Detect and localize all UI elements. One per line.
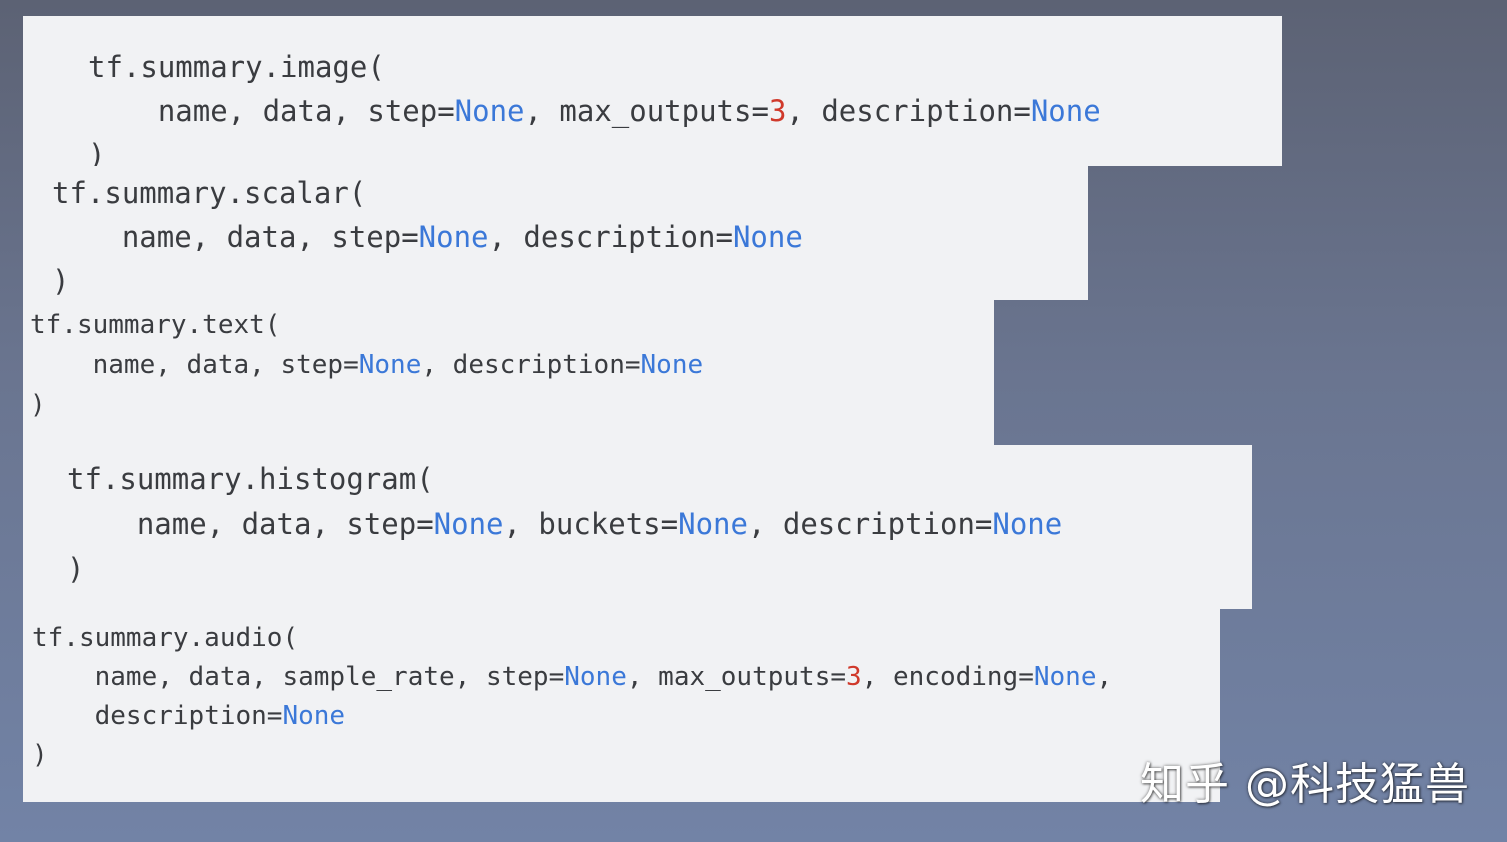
code-line-args: name, data, step=None, max_outputs=3, de… [88,89,1282,133]
keyword-none: None [640,350,704,380]
code-text: name, data, step= [92,350,359,380]
code-text: , description= [488,220,733,254]
zhihu-watermark: 知乎 @科技猛兽 [1140,759,1470,810]
code-text: , max_outputs= [626,662,847,692]
code-text: , buckets= [503,507,679,541]
code-line-open: tf.summary.histogram( [67,462,434,496]
code-line-close: ) [67,552,85,586]
number-literal: 3 [768,94,787,128]
keyword-none: None [282,701,346,731]
code-line-open: tf.summary.image( [88,50,385,84]
code-line-args: name, data, step=None, description=None [30,345,994,385]
keyword-none: None [1030,94,1101,128]
code-text: name, data, step= [136,507,434,541]
keyword-none: None [358,350,422,380]
code-line-close: ) [30,390,46,420]
code-text: , description= [421,350,641,380]
code-line-close: ) [88,138,106,172]
code-line-args: name, data, sample_rate, step=None, max_… [32,658,1220,697]
code-text: , encoding= [861,662,1034,692]
code-block-summary-scalar: tf.summary.scalar( name, data, step=None… [23,166,1088,300]
code-text: name, data, sample_rate, step= [94,662,565,692]
code-text: , description= [786,94,1031,128]
code-text: name, data, step= [121,220,419,254]
code-line-close: ) [32,740,48,770]
code-text: name, data, step= [157,94,455,128]
code-line-args: name, data, step=None, description=None [52,215,1088,259]
code-line-close: ) [52,264,70,298]
code-block-summary-image: tf.summary.image( name, data, step=None,… [23,16,1282,172]
code-text: , max_outputs= [524,94,769,128]
code-text: , description= [747,507,993,541]
keyword-none: None [992,507,1063,541]
code-line-open: tf.summary.text( [30,310,281,340]
code-block-summary-histogram: tf.summary.histogram( name, data, step=N… [23,445,1252,609]
keyword-none: None [433,507,504,541]
code-text: , [1096,662,1113,692]
number-literal: 3 [846,662,862,692]
code-block-summary-audio: tf.summary.audio( name, data, sample_rat… [23,609,1220,802]
keyword-none: None [418,220,489,254]
keyword-none: None [454,94,525,128]
code-block-summary-text: tf.summary.text( name, data, step=None, … [23,300,994,445]
keyword-none: None [1033,662,1097,692]
code-line-args-continued: description=None [32,697,1220,736]
code-text: description= [94,701,283,731]
keyword-none: None [678,507,748,541]
code-line-open: tf.summary.scalar( [52,176,367,210]
code-line-args: name, data, step=None, buckets=None, des… [67,502,1252,547]
code-line-open: tf.summary.audio( [32,623,299,653]
keyword-none: None [564,662,627,692]
keyword-none: None [732,220,803,254]
